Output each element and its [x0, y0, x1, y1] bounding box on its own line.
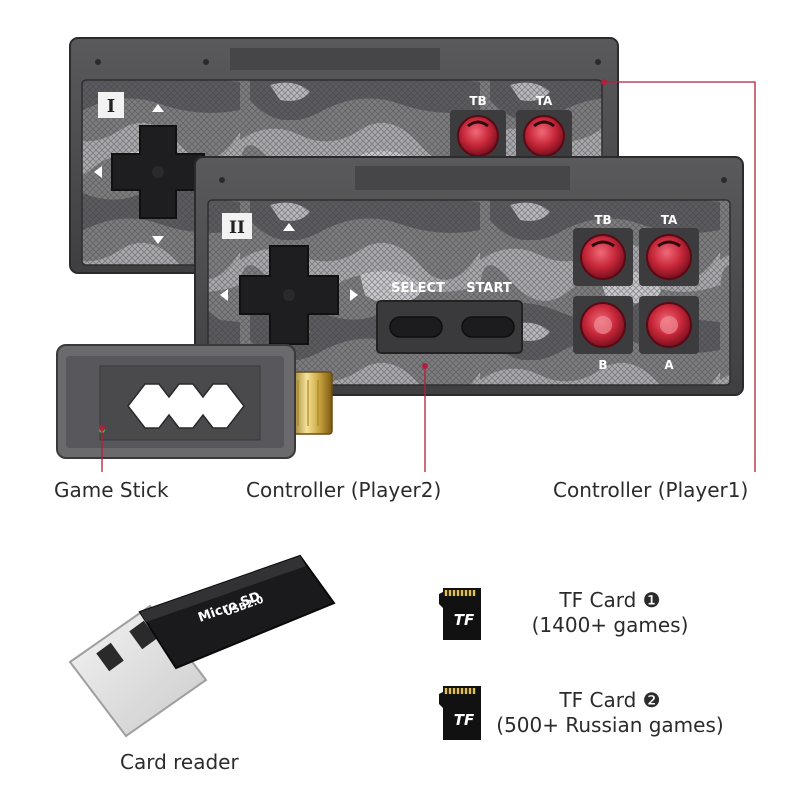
tf-card-2: TF [439, 686, 481, 740]
player1-ta-label: TA [536, 94, 553, 108]
player2-b-label: B [598, 358, 607, 372]
player2-a-label: A [664, 358, 674, 372]
player1-badge [98, 92, 124, 118]
tf-card-1: TF [439, 588, 481, 640]
player1-dpad [94, 104, 205, 244]
player2-tb-label: TB [594, 213, 611, 227]
tf-card-1-badge: TF [454, 611, 475, 629]
stick-window-icon [127, 383, 245, 429]
caption-tf-card-1-sub: (1400+ games) [531, 613, 689, 637]
dpad-down-arrow-icon [152, 236, 164, 244]
caption-tf-card-2-title: TF Card ❷ [559, 688, 661, 712]
select-button [389, 316, 443, 338]
dpad-left-arrow-icon [94, 166, 102, 178]
caption-card-reader: Card reader [120, 750, 239, 774]
player2-numeral: II [229, 218, 245, 238]
caption-tf-card-1-title: TF Card ❶ [559, 588, 661, 612]
tf-card-2-badge: TF [454, 711, 475, 729]
dpad-left-arrow-icon [220, 289, 228, 301]
caption-tf-card-2-sub: (500+ Russian games) [496, 713, 724, 737]
dpad-up-arrow-icon [152, 104, 164, 112]
player1-numeral: I [107, 96, 115, 117]
dpad-right-arrow-icon [350, 289, 358, 301]
start-label: START [466, 281, 512, 296]
select-label: SELECT [391, 281, 445, 296]
caption-game-stick: Game Stick [54, 478, 169, 502]
player2-badge [222, 213, 252, 239]
card-reader: Micro SD USB2.0 [68, 554, 336, 738]
caption-controller-player1: Controller (Player1) [553, 478, 749, 502]
leader-lines [99, 79, 756, 472]
player2-ta-label: TA [661, 213, 678, 227]
caption-controller-player2: Controller (Player2) [246, 478, 442, 502]
start-button [461, 316, 515, 338]
controller-player2: II SELECT START TB TA B A [194, 156, 744, 396]
player1-tb-label: TB [469, 94, 486, 108]
game-stick [56, 344, 333, 459]
dpad-up-arrow-icon [283, 223, 295, 231]
hdmi-connector [289, 371, 333, 435]
